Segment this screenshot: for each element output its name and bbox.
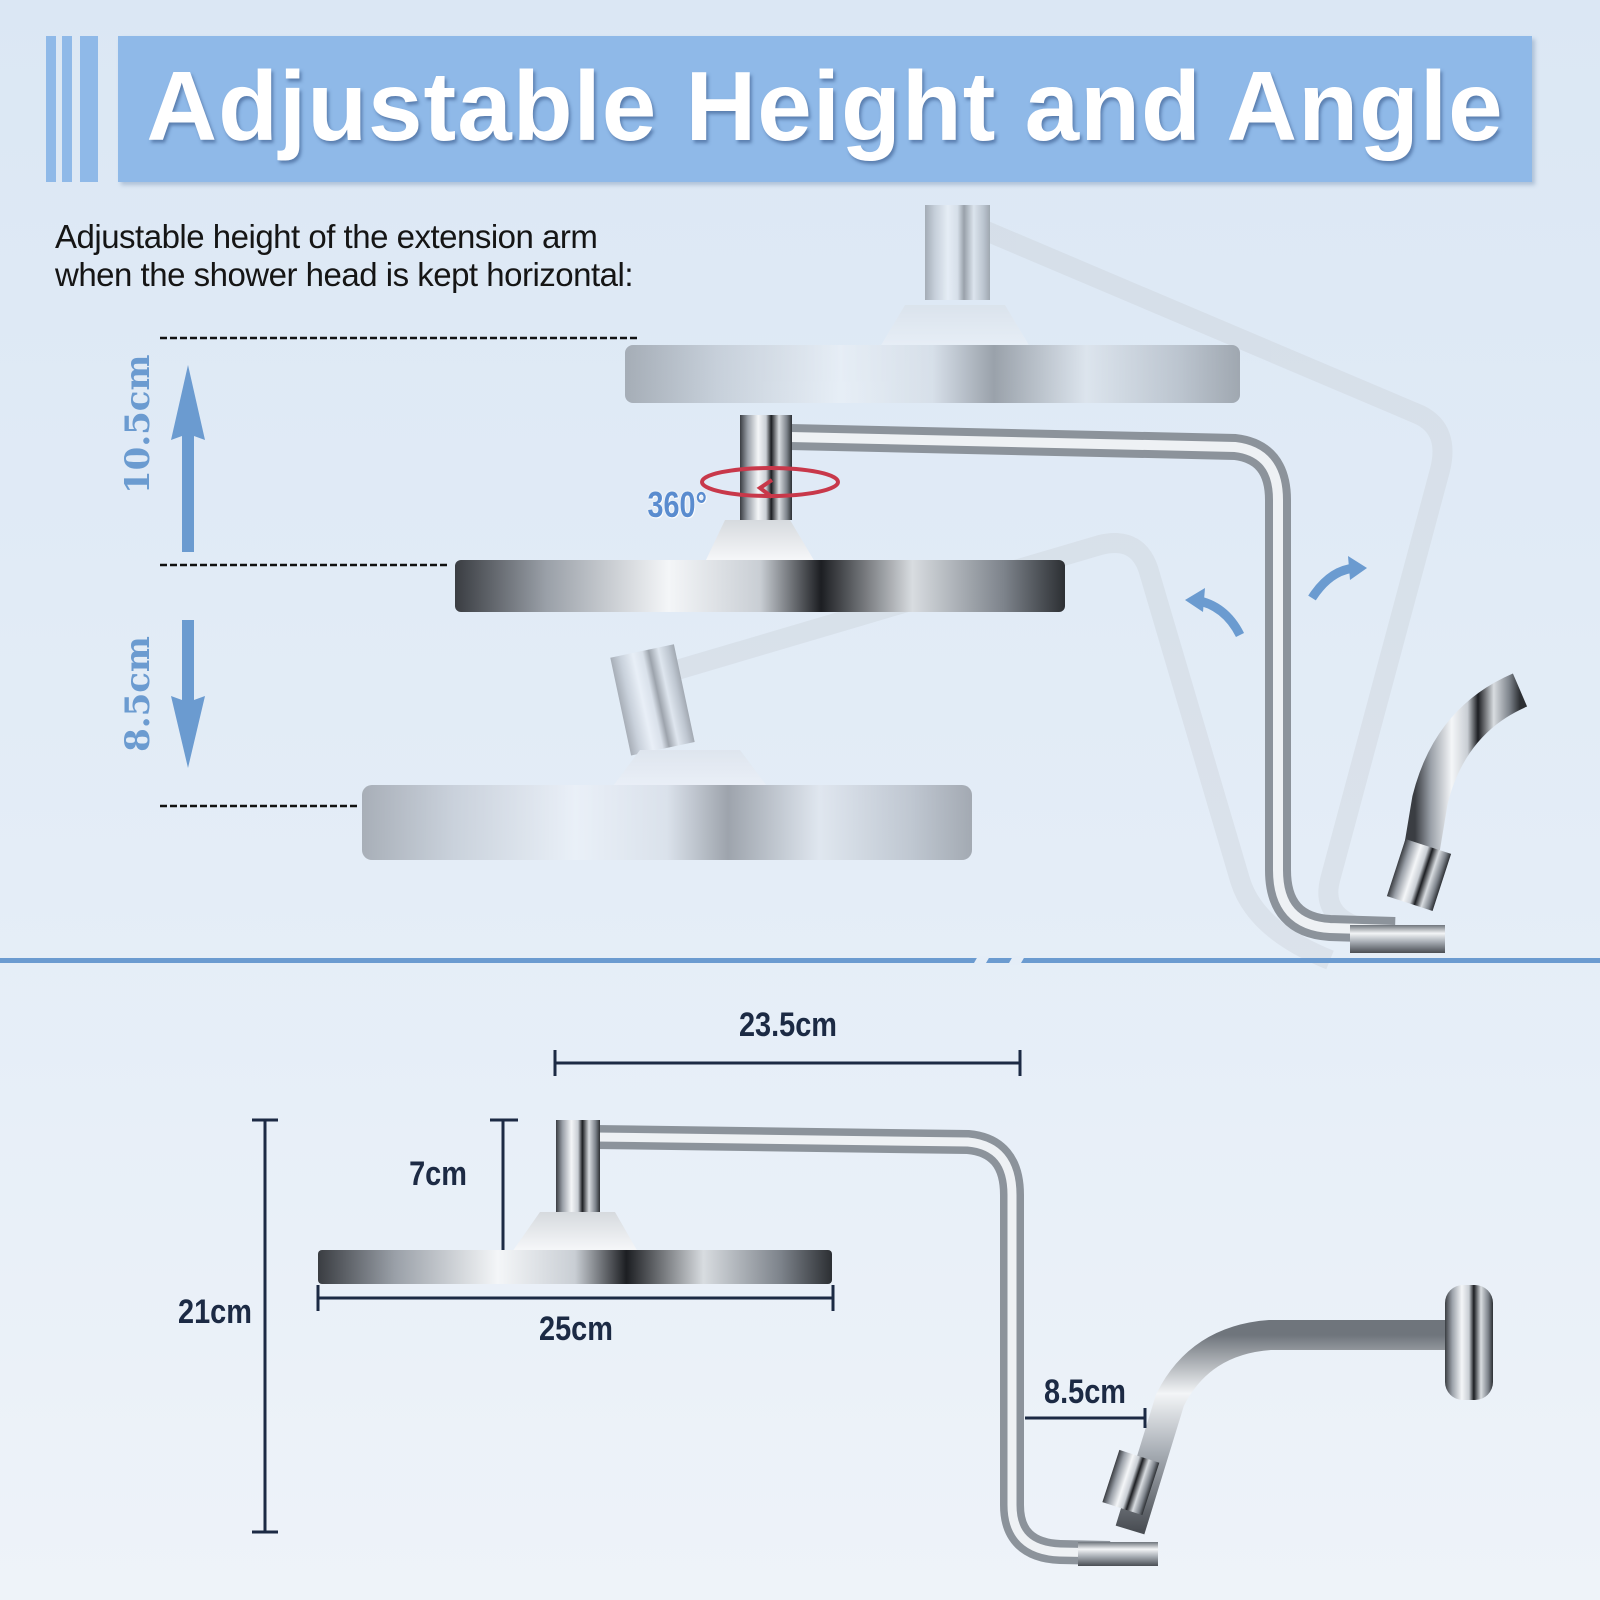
down-arrow-icon [171, 620, 205, 768]
dimension-lines [252, 1050, 1147, 1534]
subtitle-line-2: when the shower head is kept horizontal: [55, 256, 634, 293]
title-banner [118, 36, 1532, 182]
head-diameter-label: 25cm [539, 1310, 613, 1348]
wall-flange [1445, 1285, 1493, 1400]
banner-stripe [62, 36, 72, 182]
curved-arrow-icon [1308, 563, 1356, 601]
lower-height-label: 8.5cm [118, 636, 158, 752]
subtitle-line-1: Adjustable height of the extension arm [55, 218, 598, 255]
total-height-label: 21cm [178, 1293, 252, 1331]
section-divider [0, 956, 1600, 965]
reference-lines [160, 336, 637, 808]
page-title: Adjustable Height and Angle [146, 51, 1504, 161]
rotation-label: 360° [647, 484, 708, 525]
subtitle: Adjustable height of the extension arm w… [55, 218, 634, 294]
shower-dimension-diagram [318, 1120, 1493, 1566]
offset-label: 8.5cm [1044, 1373, 1126, 1411]
banner-stripe [46, 36, 56, 182]
shower-lower-position [362, 533, 1334, 970]
connector-height-label: 7cm [409, 1155, 467, 1193]
arm-length-label: 23.5cm [738, 1006, 838, 1044]
shower-main-position [455, 415, 1528, 953]
up-arrow-icon [171, 365, 205, 552]
banner-stripe [80, 36, 98, 182]
raise-height-label: 10.5cm [118, 354, 158, 495]
